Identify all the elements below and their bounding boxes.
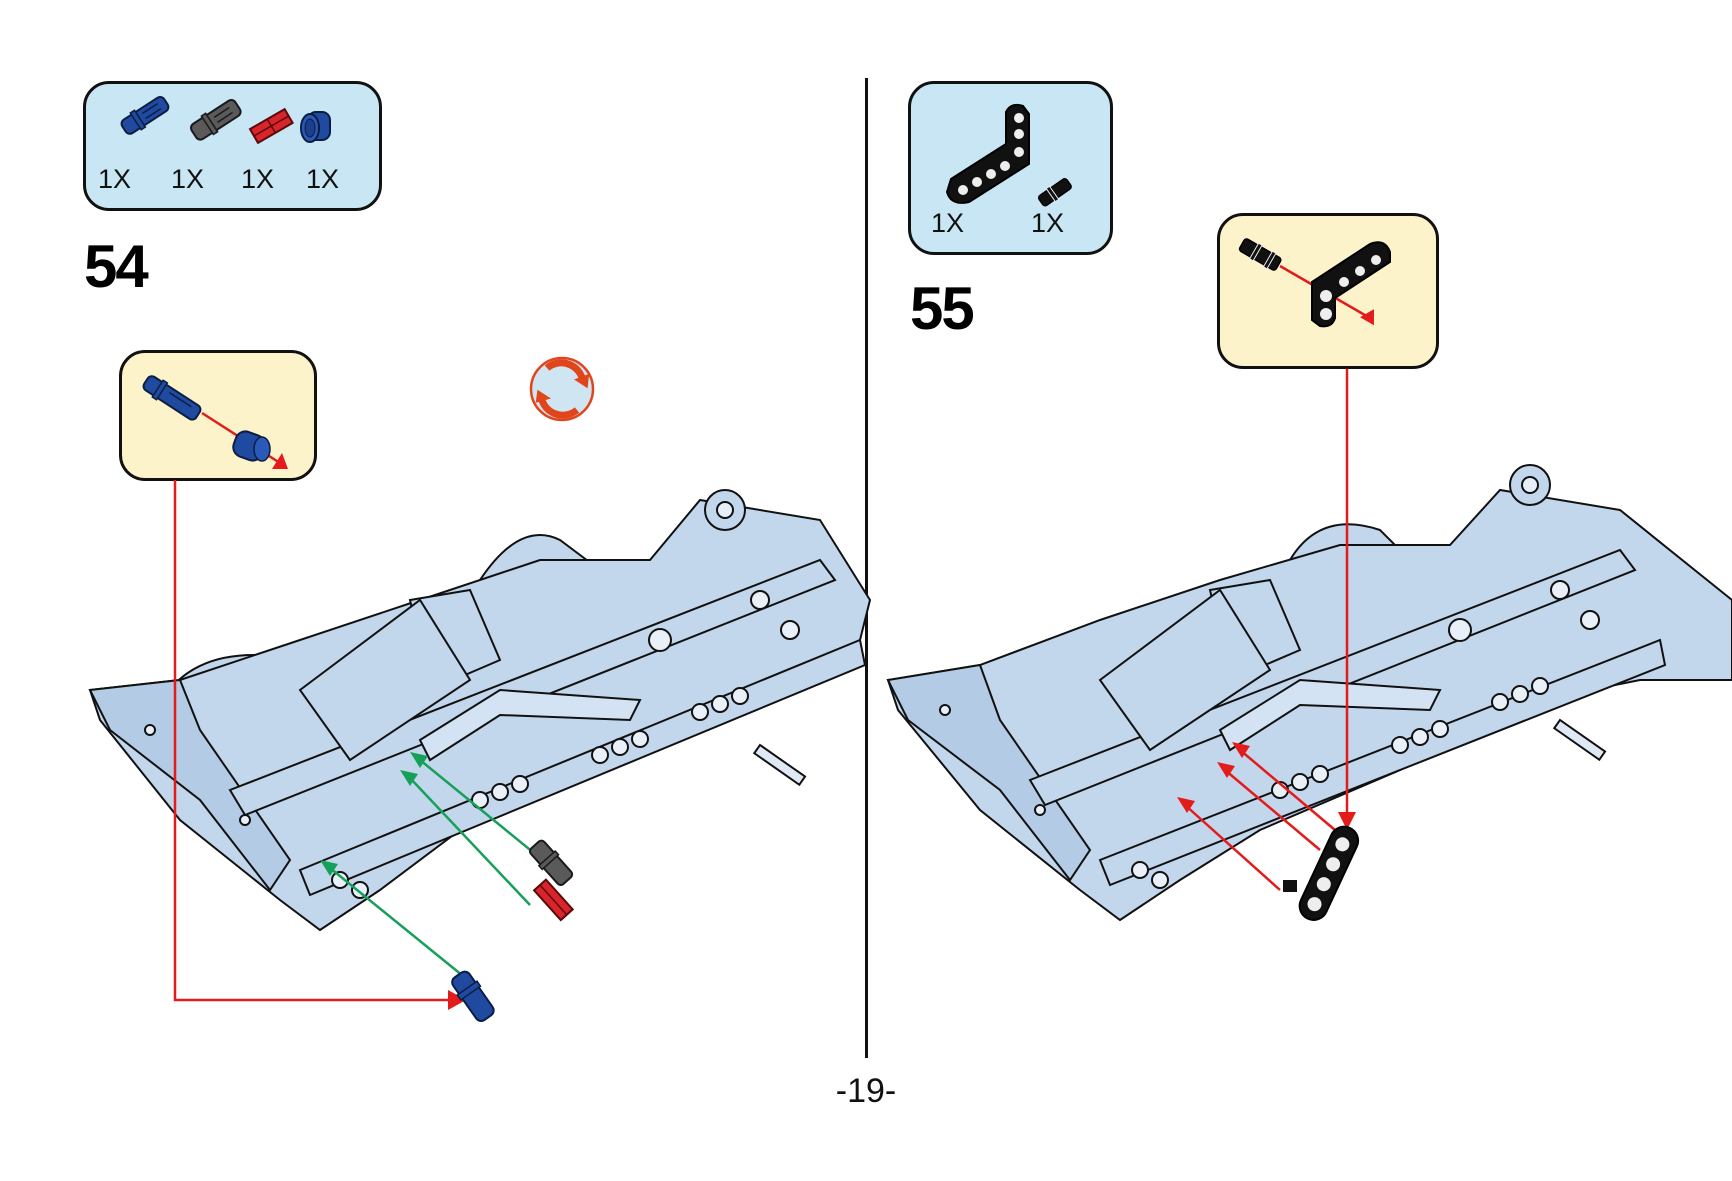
step-55-parts-box: 1X 1X bbox=[908, 81, 1113, 255]
gray-axle-pin-icon bbox=[190, 99, 242, 141]
black-pin-icon bbox=[1283, 880, 1297, 892]
black-l-beam-icon bbox=[945, 103, 1030, 204]
red-insert-arrow bbox=[1224, 769, 1321, 851]
page-number: -19- bbox=[835, 1072, 897, 1110]
red-axle-icon bbox=[248, 107, 295, 145]
arrow-head-icon bbox=[320, 860, 338, 876]
arrow-head-icon bbox=[1177, 797, 1195, 813]
part-qty: 1X bbox=[1031, 208, 1065, 238]
step-54-model bbox=[88, 489, 872, 932]
black-pin-icon bbox=[1037, 178, 1072, 207]
part-qty: 1X bbox=[931, 208, 965, 238]
arrow-head-icon bbox=[448, 990, 466, 1010]
part-qty: 1X bbox=[306, 164, 340, 194]
step-55-parts-icons bbox=[945, 103, 1072, 207]
arrow-head-icon bbox=[1360, 309, 1374, 326]
blue-pin-icon bbox=[120, 95, 170, 135]
green-insert-arrow bbox=[329, 867, 469, 981]
callout-illustration bbox=[1238, 238, 1391, 328]
red-axle-icon bbox=[532, 878, 575, 922]
arrow-head-icon bbox=[1232, 742, 1250, 758]
arrow-head-icon bbox=[1217, 762, 1235, 778]
step-number: 54 bbox=[84, 233, 149, 300]
green-insert-arrow bbox=[419, 759, 546, 863]
black-l-beam-icon bbox=[1311, 241, 1391, 328]
arrow-head-icon bbox=[400, 770, 418, 786]
red-insert-arrow bbox=[1184, 804, 1281, 891]
step-54-parts-icons bbox=[120, 95, 331, 145]
part-qty: 1X bbox=[241, 164, 275, 194]
step-55-model bbox=[886, 464, 1732, 922]
step-number: 55 bbox=[910, 275, 975, 342]
callout-connector-arrow bbox=[173, 480, 450, 1002]
black-l-beam-icon bbox=[1298, 825, 1360, 921]
arrow-head-icon bbox=[1338, 812, 1356, 830]
page-divider bbox=[865, 78, 868, 1058]
part-qty: 1X bbox=[98, 164, 132, 194]
blue-pin-icon bbox=[142, 375, 202, 421]
green-insert-arrow bbox=[409, 777, 531, 906]
gray-axle-pin-icon bbox=[528, 839, 574, 887]
callout-illustration bbox=[142, 375, 288, 469]
blue-bush-icon bbox=[232, 430, 271, 462]
step-54-sub-assembly-callout bbox=[119, 350, 317, 481]
arrow-head-icon bbox=[410, 752, 428, 768]
blue-pin-icon bbox=[451, 970, 495, 1022]
rotate-model-icon bbox=[529, 356, 595, 422]
blue-bush-icon bbox=[300, 111, 331, 143]
step-54-arrows bbox=[173, 480, 546, 1010]
red-insert-arrow bbox=[1239, 749, 1336, 831]
step-54-parts-box: 1X 1X 1X 1X bbox=[83, 81, 382, 211]
arrow-head-icon bbox=[272, 453, 288, 469]
part-qty: 1X bbox=[171, 164, 205, 194]
step-55-arrows bbox=[1177, 368, 1356, 891]
step-55-sub-assembly-callout bbox=[1217, 213, 1439, 369]
black-pin-icon bbox=[1238, 238, 1282, 271]
